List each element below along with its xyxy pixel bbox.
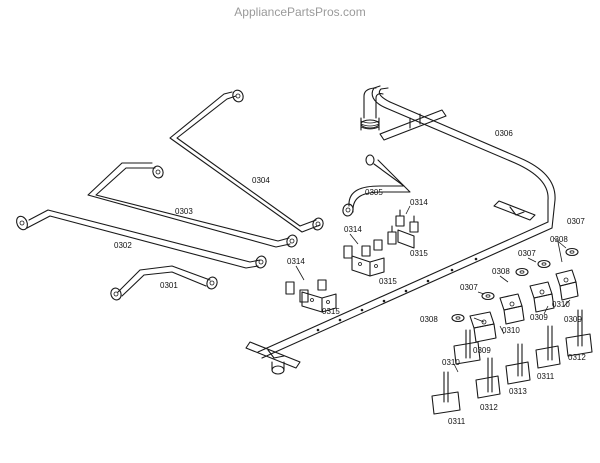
clip-group-lower-left xyxy=(285,279,337,313)
callout-0311-a: 0311 xyxy=(537,372,555,381)
callout-0314-b: 0314 xyxy=(344,225,362,234)
callout-0302: 0302 xyxy=(114,241,132,250)
callout-0306: 0306 xyxy=(495,129,513,138)
tube-0301 xyxy=(110,265,218,301)
igniter-group xyxy=(443,309,583,403)
callout-0301: 0301 xyxy=(160,281,178,290)
callout-0308-b: 0308 xyxy=(492,267,510,276)
watermark: AppliancePartsPros.com xyxy=(234,5,365,19)
tube-0305 xyxy=(342,154,411,217)
tube-0302 xyxy=(16,209,267,269)
clip-group-upper-right xyxy=(387,209,419,249)
callout-0303: 0303 xyxy=(175,207,193,216)
callout-0304: 0304 xyxy=(252,176,270,185)
valve-assembly-mid xyxy=(499,293,525,325)
callout-0307-b: 0307 xyxy=(518,249,536,258)
washer-group xyxy=(451,247,579,323)
callout-0314-c: 0314 xyxy=(287,257,305,266)
callout-0307-a: 0307 xyxy=(567,217,585,226)
callout-0310-c: 0310 xyxy=(442,358,460,367)
callout-0305: 0305 xyxy=(365,188,383,197)
callout-0314-a: 0314 xyxy=(410,198,428,207)
valve-assembly-right-middle xyxy=(529,281,555,313)
callout-0310-a: 0310 xyxy=(552,300,570,309)
valve-assembly-right-upper xyxy=(555,269,579,301)
callout-0315-a: 0315 xyxy=(410,249,428,258)
leader-lines xyxy=(295,205,571,373)
callout-0309-c: 0309 xyxy=(473,346,491,355)
tube-0303 xyxy=(87,162,298,248)
clip-group-middle xyxy=(343,239,385,277)
callout-0309-b: 0309 xyxy=(530,313,548,322)
callout-0307-c: 0307 xyxy=(460,283,478,292)
callout-0310-b: 0310 xyxy=(502,326,520,335)
tube-0304 xyxy=(169,89,324,233)
callout-0312-a: 0312 xyxy=(568,353,586,362)
callout-0308-a: 0308 xyxy=(550,235,568,244)
callout-0315-c: 0315 xyxy=(322,307,340,316)
callout-0315-b: 0315 xyxy=(379,277,397,286)
callout-0313: 0313 xyxy=(509,387,527,396)
callout-0312-b: 0312 xyxy=(480,403,498,412)
valve-assembly-left xyxy=(469,311,497,343)
burner-block-group xyxy=(431,333,593,415)
callout-0308-c: 0308 xyxy=(420,315,438,324)
callout-0309-a: 0309 xyxy=(564,315,582,324)
manifold-0306 xyxy=(245,85,556,375)
callout-0311-b: 0311 xyxy=(448,417,466,426)
